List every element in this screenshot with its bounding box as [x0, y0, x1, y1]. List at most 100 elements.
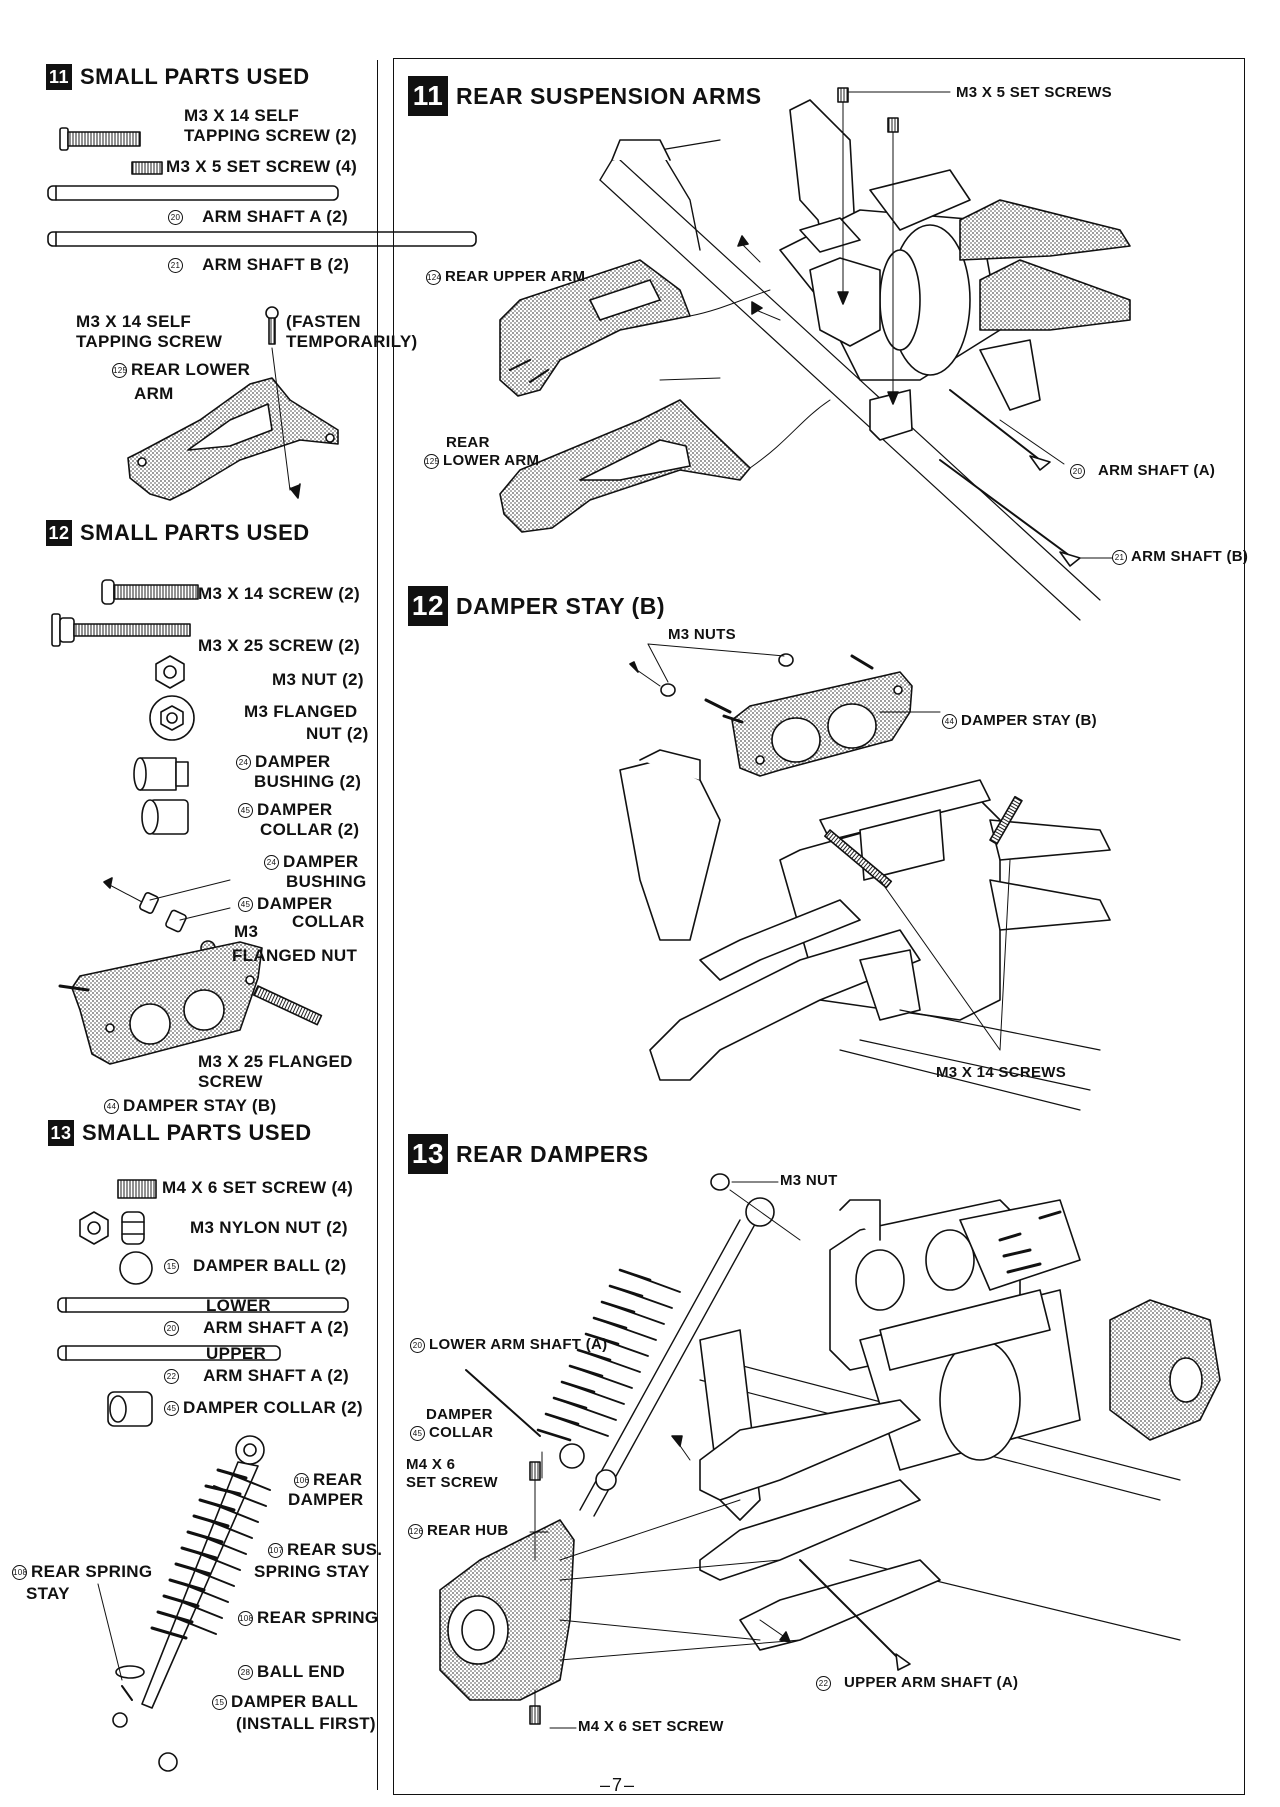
part-upper-shaft-1: UPPER: [206, 1344, 267, 1363]
part-arm-shaft-a-label: ARM SHAFT A (2): [202, 207, 348, 226]
part-number-circle: 15: [164, 1259, 179, 1275]
sub-sus-stay-2: SPRING STAY: [254, 1562, 370, 1581]
callout-m3-nuts: M3 NUTS: [668, 626, 736, 643]
column-divider: [377, 60, 378, 1790]
part-flanged-nut-2: NUT (2): [306, 724, 369, 743]
sub-damper-ball-2: (INSTALL FIRST): [236, 1714, 376, 1733]
page-number: –7–: [600, 1775, 637, 1795]
upper-arm-shaft-icon: [57, 1345, 281, 1361]
callout-upper-arm-shaft: 22 UPPER ARM SHAFT (A): [816, 1674, 1018, 1692]
part-m3-nut: M3 NUT (2): [272, 670, 364, 689]
step12-small-parts-heading: 12 SMALL PARTS USED: [46, 520, 310, 546]
m3-flanged-nut-icon: [149, 695, 195, 741]
part-number-circle: 44: [104, 1099, 119, 1115]
callout-set-screw-1: M4 X 6: [406, 1456, 456, 1473]
step12-main-heading: 12 DAMPER STAY (B): [408, 586, 665, 626]
sub-collar-2: COLLAR: [292, 912, 365, 931]
lower-arm-shaft-icon: [57, 1297, 349, 1313]
part-number-circle: 45: [238, 803, 253, 819]
part-m4-set-screw: M4 X 6 SET SCREW (4): [162, 1178, 354, 1197]
part-set-screw: M3 X 5 SET SCREW (4): [166, 157, 358, 176]
part-damper-bushing-2: BUSHING (2): [254, 772, 362, 791]
part-lower-shaft-2: 20 ARM SHAFT A (2): [164, 1318, 349, 1338]
m3x14-screw-icon: [101, 579, 199, 605]
part-nylon-nut: M3 NYLON NUT (2): [190, 1218, 348, 1237]
part-number-circle: 21: [1112, 549, 1127, 565]
part-number-circle: 20: [168, 210, 183, 226]
small-screw-icon: [265, 306, 279, 345]
damper-collar-2-icon: [107, 1391, 153, 1427]
sub-flanged-2: FLANGED NUT: [232, 946, 358, 965]
rear-lower-arm-icon: [127, 347, 339, 501]
callout-set-screws: M3 X 5 SET SCREWS: [956, 84, 1112, 101]
step13-small-badge: 13: [48, 1120, 74, 1146]
part-number-circle: 126: [408, 1523, 423, 1539]
part-number-circle: 106: [294, 1473, 309, 1489]
part-arm-shaft-a: 20 ARM SHAFT A (2): [168, 207, 348, 227]
set-screw-icon: [131, 161, 163, 175]
part-number-circle: 20: [410, 1337, 425, 1353]
sub-rear-damper-2: DAMPER: [288, 1490, 364, 1509]
step11-small-title: SMALL PARTS USED: [80, 64, 310, 89]
callout-arm-shaft-a: 20 ARM SHAFT (A): [1070, 462, 1215, 480]
step11-main-title: REAR SUSPENSION ARMS: [456, 82, 762, 109]
rear-lower-arm-label-2: ARM: [134, 384, 174, 403]
tapping-screw-icon: [59, 127, 141, 151]
part-number-circle: 20: [1070, 463, 1085, 479]
part-number-circle: 24: [236, 755, 251, 771]
part-number-circle: 124: [426, 269, 441, 285]
step13-main-badge: 13: [408, 1134, 448, 1174]
step13-small-title: SMALL PARTS USED: [82, 1120, 312, 1145]
part-number-circle: 21: [168, 258, 183, 274]
step12-main-title: DAMPER STAY (B): [456, 592, 665, 619]
damper-stay-sub-assembly: [58, 877, 323, 1065]
part-arm-shaft-b-label: ARM SHAFT B (2): [202, 255, 350, 274]
part-number-circle: 44: [942, 713, 957, 729]
part-number-circle: 22: [816, 1675, 831, 1691]
fasten-note-1: (FASTEN: [286, 312, 361, 331]
sub-spring-stay-2: STAY: [26, 1584, 70, 1603]
step11-small-badge: 11: [46, 64, 72, 90]
fasten-screw-label-1: M3 X 14 SELF: [76, 312, 192, 331]
callout-rear-lower-arm-1: REAR: [446, 434, 490, 451]
m3-nut-icon: [155, 655, 185, 689]
rear-dampers-illustration: [439, 1173, 1221, 1729]
part-m3x25-screw: M3 X 25 SCREW (2): [198, 636, 360, 655]
part-number-circle: 28: [238, 1665, 253, 1681]
damper-collar-icon: [141, 799, 189, 835]
nylon-nut-icon: [79, 1211, 145, 1245]
step12-small-badge: 12: [46, 520, 72, 546]
part-number-circle: 22: [164, 1369, 179, 1385]
part-tapping-screw-line1: M3 X 14 SELF: [184, 106, 300, 125]
fasten-note-2: TEMPORARILY): [286, 332, 418, 351]
sub-flanged-1: M3: [234, 922, 259, 941]
rear-suspension-arms-illustration: [499, 87, 1131, 621]
part-number-circle: 107: [268, 1543, 283, 1559]
part-number-circle: 45: [164, 1401, 179, 1417]
callout-m3x14-screws: M3 X 14 SCREWS: [936, 1064, 1067, 1081]
part-damper-ball: 15 DAMPER BALL (2): [164, 1256, 346, 1276]
part-number-circle: 20: [164, 1321, 179, 1337]
part-number-circle: 45: [238, 897, 253, 913]
part-number-circle: 125: [424, 453, 439, 469]
step13-main-heading: 13 REAR DAMPERS: [408, 1134, 649, 1174]
part-flanged-nut-1: M3 FLANGED: [244, 702, 358, 721]
part-tapping-screw-line2: TAPPING SCREW (2): [184, 126, 357, 145]
callout-m3-nut: M3 NUT: [780, 1172, 838, 1189]
arm-shaft-a-icon: [47, 185, 339, 201]
